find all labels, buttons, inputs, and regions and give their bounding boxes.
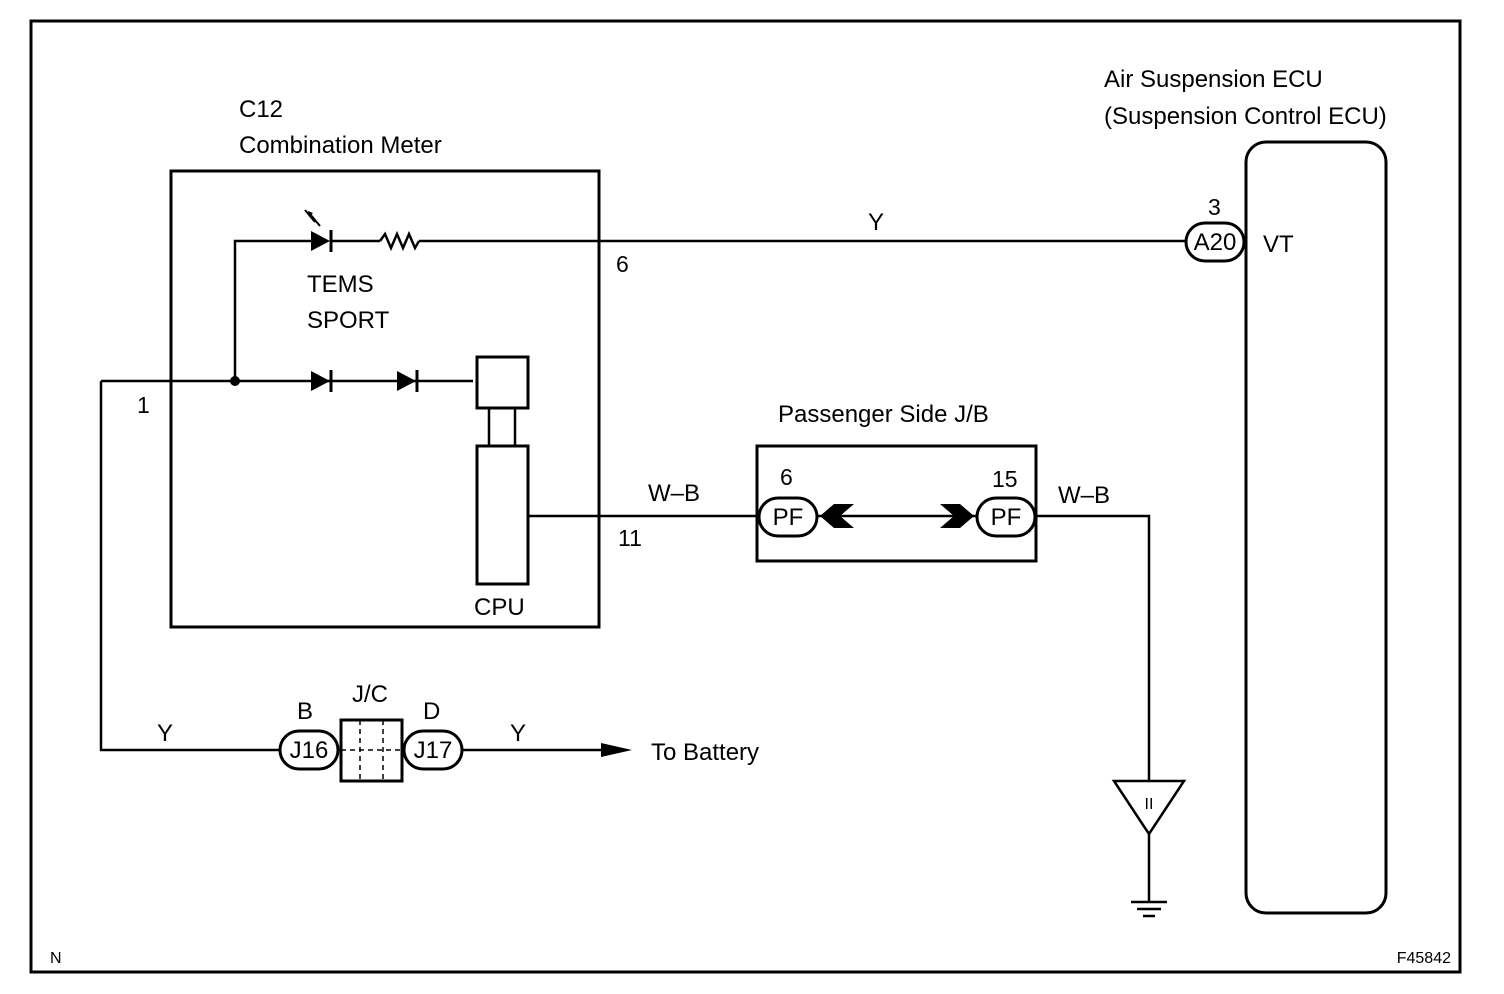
battery-wire-right-color: Y	[510, 720, 526, 747]
combination-meter-box	[169, 169, 601, 629]
meter-pin-11: 11	[618, 525, 642, 551]
diagram-frame	[29, 19, 1462, 974]
jc-left-connector-label: J16	[290, 737, 329, 764]
jb-right-connector-label: PF	[991, 504, 1022, 531]
junction-block-title: Passenger Side J/B	[778, 401, 989, 428]
cpu-block	[475, 444, 530, 586]
cpu-label: CPU	[474, 594, 525, 621]
led-icon	[304, 209, 333, 252]
junction-dot	[230, 376, 240, 386]
junction-block-box	[755, 444, 1038, 563]
figure-code: F45842	[1397, 950, 1451, 967]
ecu-connector	[1184, 221, 1246, 263]
ecu-box	[1244, 140, 1388, 915]
meter-connector-code: C12	[239, 96, 283, 123]
ground-wire-left-color: W–B	[648, 480, 700, 507]
jc-title: J/C	[352, 681, 388, 708]
ground-point-icon	[1111, 779, 1187, 837]
resistor-icon	[378, 230, 421, 252]
meter-pin-6: 6	[616, 251, 629, 277]
indicator-label-tems: TEMS	[307, 271, 374, 298]
diode-icon	[311, 370, 333, 392]
junction-connector-icon	[339, 718, 404, 783]
indicator-label-sport: SPORT	[307, 307, 390, 334]
ecu-terminal-label: VT	[1263, 231, 1294, 258]
battery-wire-left-color: Y	[157, 720, 173, 747]
jc-left-connector	[278, 729, 340, 771]
ground-icon	[1131, 900, 1167, 918]
jc-right-connector-label: J17	[414, 737, 453, 764]
corner-label-left: N	[50, 950, 62, 967]
ecu-title: Air Suspension ECU	[1104, 66, 1323, 93]
jb-left-pin: 6	[780, 464, 793, 490]
jb-left-connector-label: PF	[773, 504, 804, 531]
arrow-right-icon	[601, 743, 632, 757]
signal-wire-color: Y	[868, 209, 884, 236]
ground-wire-right	[1035, 514, 1151, 781]
diode-icon	[397, 370, 419, 392]
ecu-connector-label: A20	[1194, 229, 1237, 256]
ecu-pin-number: 3	[1208, 194, 1221, 220]
ground-point-label: II	[1145, 796, 1154, 813]
battery-wire-left	[99, 381, 280, 752]
ground-wire-right-color: W–B	[1058, 482, 1110, 509]
meter-title: Combination Meter	[239, 132, 442, 159]
connector-arrow-icon	[940, 504, 974, 528]
ecu-subtitle: (Suspension Control ECU)	[1104, 103, 1387, 130]
meter-pin-1: 1	[137, 392, 150, 418]
indicator-branch-wire	[233, 239, 311, 381]
jc-left-letter: B	[297, 698, 313, 725]
battery-label: To Battery	[651, 739, 759, 766]
jb-right-pin: 15	[992, 466, 1018, 492]
jc-right-letter: D	[423, 698, 440, 725]
cpu-upper-block	[475, 355, 530, 410]
connector-arrow-icon	[820, 504, 854, 528]
